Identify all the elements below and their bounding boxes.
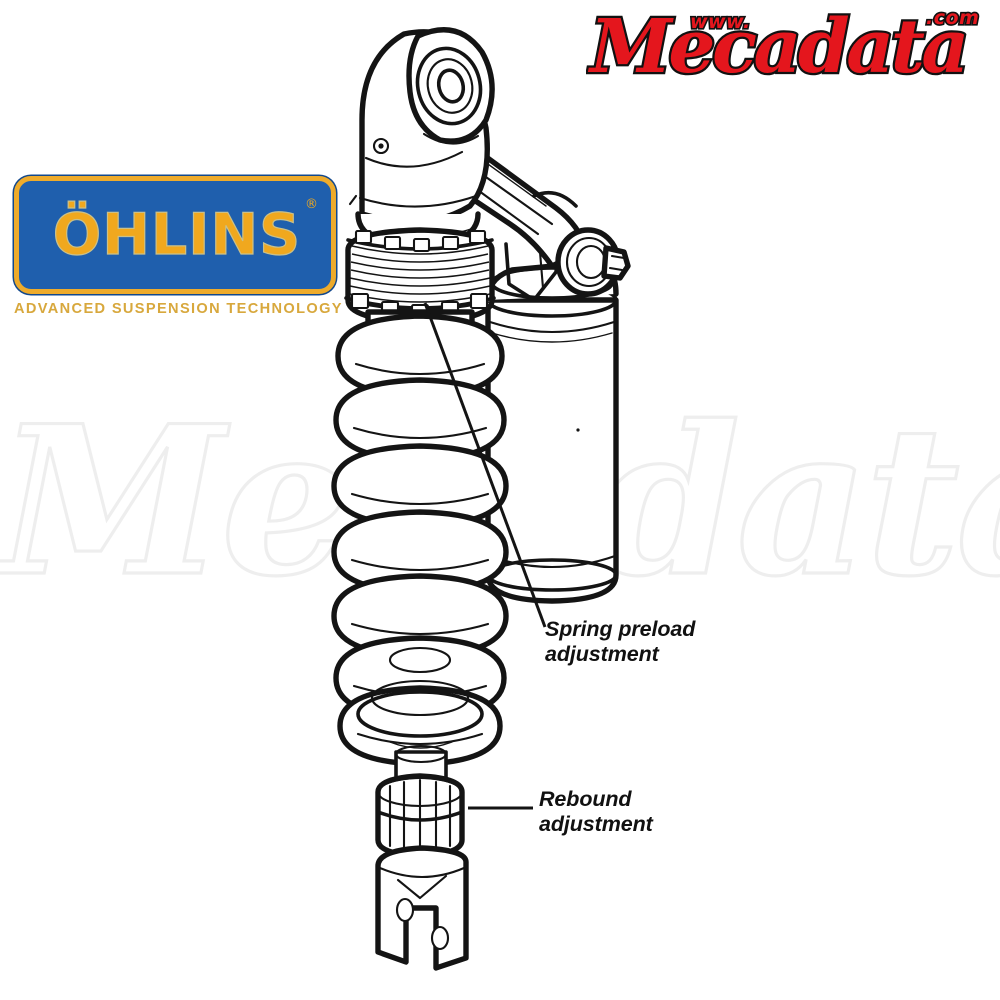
preload-adjuster-collar (344, 227, 496, 325)
lower-spring-seat (356, 646, 484, 749)
gas-valve-fitting (555, 227, 631, 297)
ohlins-logo: ÖHLINS ® ADVANCED SUSPENSION TECHNOLOGY (14, 176, 343, 317)
top-eyelet-spherical-bearing (406, 27, 495, 145)
mecadata-logo-prefix: www. (690, 11, 751, 33)
mecadata-logo-suffix: .com (926, 7, 979, 29)
callout-spring-preload-adjustment: Spring preload adjustment (545, 617, 696, 666)
callout-rebound-adjustment: Rebound adjustment (539, 787, 653, 836)
bottom-clevis-mount (375, 845, 469, 971)
mecadata-logo-main: Mecadata (587, 4, 966, 86)
ohlins-wordmark: ÖHLINS (52, 202, 302, 268)
rebound-adjuster-knob[interactable] (375, 773, 465, 859)
ohlins-logo-plate: ÖHLINS ® (14, 176, 336, 294)
preload-lock-ring (354, 229, 487, 253)
coil-spring (331, 313, 509, 767)
mecadata-logo: Mecadata www. .com (586, 2, 990, 86)
leader-line-preload (423, 302, 547, 628)
ohlins-tagline: ADVANCED SUSPENSION TECHNOLOGY (14, 301, 343, 317)
registered-trademark-icon: ® (305, 197, 318, 212)
